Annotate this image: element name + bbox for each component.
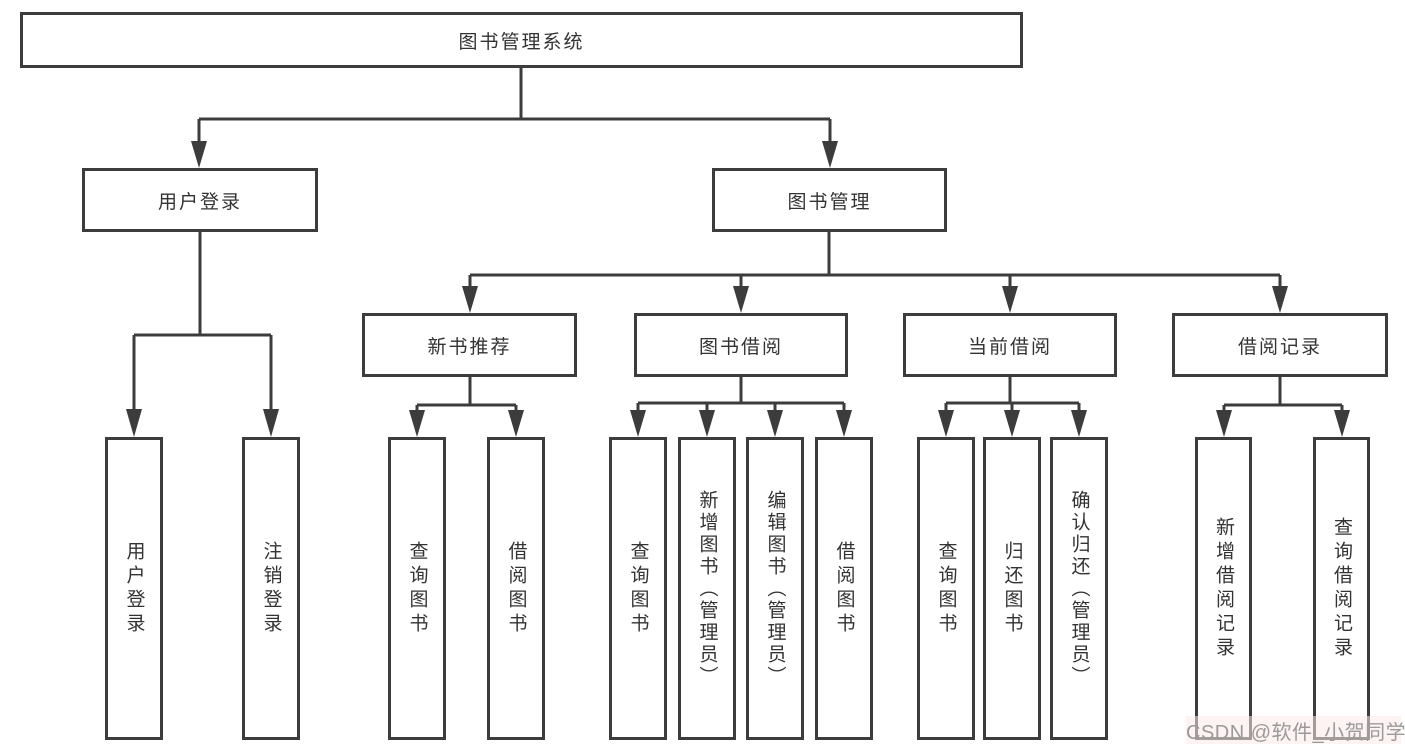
leaf-logout-label: 注销登录 [260,540,282,637]
node-root-library-system: 图书管理系统 [20,12,1023,68]
leaf-borrow-books-recommend-label: 借阅图书 [505,540,527,637]
node-borrow-records: 借阅记录 [1172,313,1388,377]
leaf-query-books-borrow: 查询图书 [609,437,667,740]
node-book-management: 图书管理 [712,168,947,232]
leaf-confirm-return-admin: 确认归还（管理员） [1050,437,1108,740]
leaf-logout: 注销登录 [242,437,300,740]
leaf-confirm-return-admin-label: 确认归还（管理员） [1068,489,1090,688]
node-book-borrow: 图书借阅 [634,313,848,377]
leaf-edit-books-admin: 编辑图书（管理员） [746,437,804,740]
connector-segments [132,68,1344,412]
leaf-query-borrow-record-label: 查询借阅记录 [1331,516,1352,661]
leaf-query-books-current-label: 查询图书 [935,540,957,637]
watermark: CSDN @软件_小贺同学 [1186,716,1405,744]
node-current-borrow: 当前借阅 [903,313,1117,377]
arrowheads [126,141,1350,437]
node-user-login: 用户登录 [82,168,318,232]
leaf-add-books-admin-label: 新增图书（管理员） [696,489,718,688]
leaf-user-login-label: 用户登录 [123,540,145,637]
leaf-add-borrow-record-label: 新增借阅记录 [1213,516,1234,661]
leaf-return-books-label: 归还图书 [1001,540,1023,637]
leaf-add-borrow-record: 新增借阅记录 [1195,437,1252,740]
leaf-add-books-admin: 新增图书（管理员） [678,437,736,740]
leaf-query-books-current: 查询图书 [917,437,975,740]
leaf-return-books: 归还图书 [983,437,1041,740]
leaf-query-books-recommend: 查询图书 [388,437,446,740]
leaf-edit-books-admin-label: 编辑图书（管理员） [764,489,786,688]
leaf-borrow-books-label: 借阅图书 [833,540,855,637]
leaf-query-books-recommend-label: 查询图书 [406,540,428,637]
leaf-borrow-books-recommend: 借阅图书 [487,437,545,740]
leaf-borrow-books: 借阅图书 [815,437,873,740]
leaf-query-borrow-record: 查询借阅记录 [1313,437,1370,740]
node-new-book-recommend: 新书推荐 [362,313,577,377]
leaf-user-login: 用户登录 [105,437,163,740]
leaf-query-books-borrow-label: 查询图书 [627,540,649,637]
